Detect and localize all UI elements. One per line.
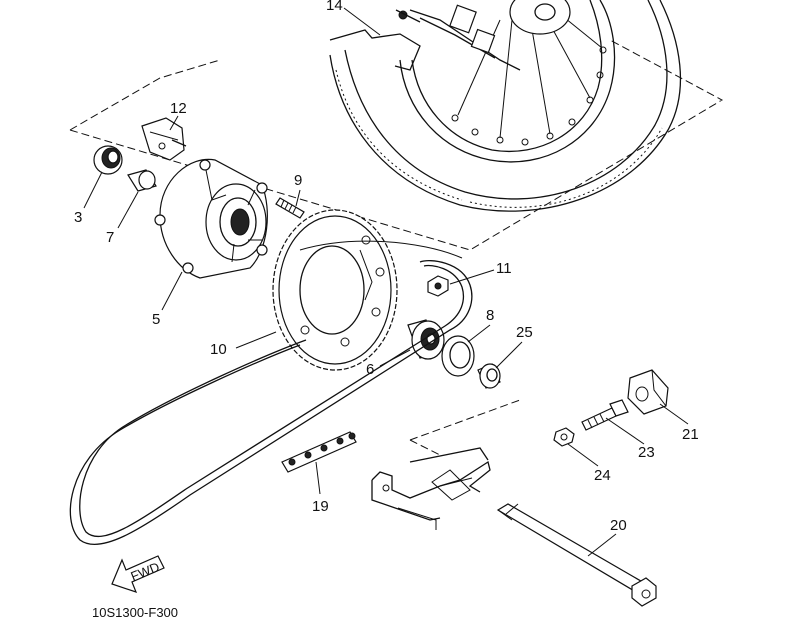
part-21-adjuster: 21	[627, 369, 699, 443]
part-label-25: 25	[516, 324, 533, 341]
part-12-bracket: 12	[141, 100, 187, 161]
part-label-9: 9	[294, 172, 302, 189]
part-label-14: 14	[326, 0, 343, 14]
part-20-axle: 20	[496, 503, 657, 607]
part-3-bearing: 3	[74, 145, 123, 226]
part-label-6: 6	[366, 361, 374, 378]
part-19-drive-chain: 19	[69, 240, 473, 545]
part-label-3: 3	[74, 209, 82, 226]
assembly-boundary	[69, 39, 724, 456]
part-9-stud: 9	[275, 172, 305, 219]
part-label-23: 23	[638, 444, 655, 461]
part-7-collar: 7	[106, 169, 157, 246]
spoke-nipples	[451, 46, 607, 146]
chain-link-joint	[281, 431, 357, 473]
part-8-oil-seal: 8	[441, 307, 494, 377]
part-label-19: 19	[312, 498, 329, 515]
part-label-8: 8	[486, 307, 494, 324]
part-5-hub: 5	[152, 158, 268, 328]
part-label-12: 12	[170, 100, 187, 117]
part-10-sprocket: 10	[210, 209, 398, 371]
part-23-bolt: 23	[581, 399, 655, 461]
part-label-11: 11	[496, 260, 512, 277]
part-24-nut: 24	[553, 427, 611, 484]
forward-direction-arrow: FWD	[111, 555, 165, 593]
part-label-24: 24	[594, 467, 611, 484]
part-label-10: 10	[210, 341, 227, 358]
drawing-code: 10S1300-F300	[92, 605, 178, 620]
part-25-collar: 25	[477, 324, 533, 389]
part-label-21: 21	[682, 426, 699, 443]
part-label-5: 5	[152, 311, 160, 328]
fwd-badge-text: FWD	[128, 559, 161, 584]
part-label-20: 20	[610, 517, 627, 534]
part-11-nut: 11	[427, 260, 512, 297]
swingarm-end	[371, 447, 491, 530]
part-label-7: 7	[106, 229, 114, 246]
rear-wheel: 14	[326, 0, 682, 212]
